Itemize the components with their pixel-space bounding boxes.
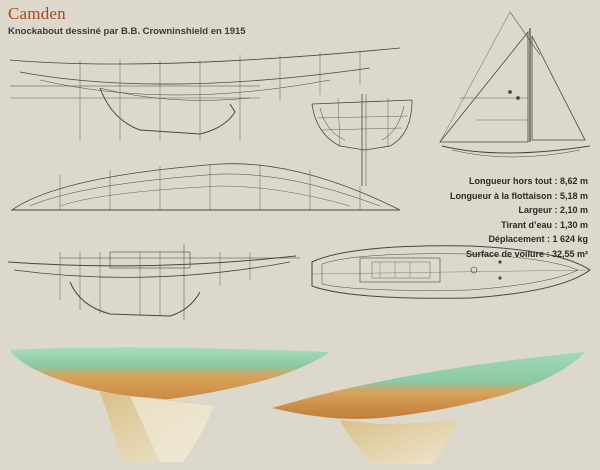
page-title: Camden bbox=[8, 4, 66, 23]
spec-value: 8,62 m bbox=[559, 176, 588, 186]
spec-row: Longueur à la flottaison : 5,18 m bbox=[449, 190, 588, 201]
page-subtitle: Knockabout dessiné par B.B. Crowninshiel… bbox=[8, 26, 246, 37]
spec-row: Déplacement : 1 624 kg bbox=[488, 234, 588, 244]
spec-label: Surface de voilure bbox=[465, 248, 544, 259]
spec-row: Largeur : 2,10 m bbox=[518, 205, 588, 215]
spec-value: 5,18 m bbox=[559, 190, 588, 201]
spec-value: 2,10 m bbox=[559, 205, 588, 215]
hull-render-left bbox=[10, 347, 330, 462]
spec-value: 1 624 kg bbox=[552, 234, 588, 244]
spec-label: Longueur hors tout bbox=[468, 176, 552, 186]
spec-row: Tirant d’eau : 1,30 m bbox=[501, 219, 588, 230]
spec-row: Longueur hors tout : 8,62 m bbox=[468, 176, 588, 186]
profile-plan-drawing bbox=[9, 47, 401, 140]
deck-plan-drawing bbox=[311, 245, 591, 299]
specifications-list: Longueur hors tout : 8,62 m Longueur à l… bbox=[450, 174, 588, 261]
spec-label: Déplacement bbox=[488, 234, 545, 244]
hull-render-right bbox=[272, 352, 585, 464]
body-plan-drawing bbox=[311, 94, 413, 186]
spec-value: 1,30 m bbox=[559, 219, 588, 230]
spec-label: Longueur à la flottaison bbox=[449, 190, 552, 201]
spec-label: Largeur bbox=[518, 205, 552, 215]
spec-label: Tirant d’eau bbox=[501, 219, 552, 230]
spec-value: 32,55 m² bbox=[551, 248, 588, 259]
construction-profile-drawing bbox=[7, 244, 300, 320]
half-breadth-plan-drawing bbox=[10, 163, 401, 211]
spec-row: Surface de voilure : 32,55 m² bbox=[465, 248, 588, 259]
sail-plan-drawing bbox=[439, 11, 591, 158]
